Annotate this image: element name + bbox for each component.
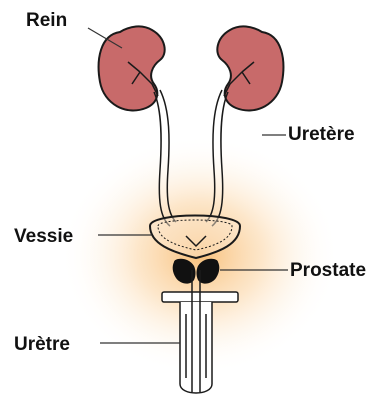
label-vessie: Vessie [14,226,73,247]
left-kidney [99,26,165,110]
label-uretre: Urètre [14,334,70,355]
label-rein: Rein [26,10,67,31]
right-kidney [217,26,283,110]
label-prostate: Prostate [290,260,366,281]
label-uretere: Uretère [288,124,355,145]
